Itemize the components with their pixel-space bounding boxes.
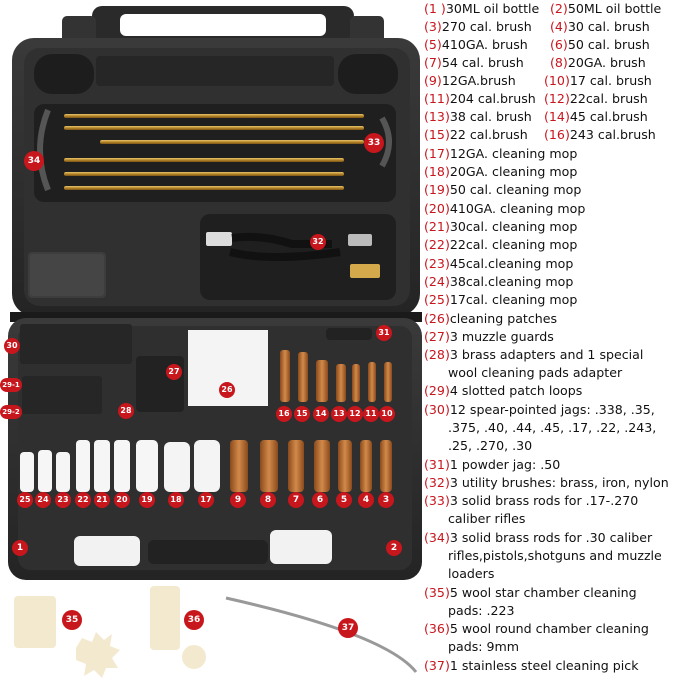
legend-item: (27)3 muzzle guards: [424, 329, 554, 344]
badge-5: 5: [336, 492, 352, 508]
legend-item: (33)3 solid brass rods for .17-.270: [424, 493, 639, 508]
badge-35: 35: [62, 610, 82, 630]
legend-item: (24)38cal.cleaning mop: [424, 274, 574, 289]
badge-26: 26: [219, 382, 235, 398]
large-brushes: [230, 440, 392, 492]
legend-row: (16)243 cal.brush: [544, 127, 656, 142]
badge-34: 34: [24, 151, 44, 171]
legend-row: (13)38 cal. brush: [424, 109, 532, 124]
badge-25: 25: [17, 492, 33, 508]
badge-10: 10: [379, 406, 395, 422]
badge-20: 20: [114, 492, 130, 508]
legend-row: (5)410GA. brush: [424, 37, 528, 52]
badge-17: 17: [198, 492, 214, 508]
legend-row: (8)20GA. brush: [550, 55, 646, 70]
legend-item-continuation: .25, .270, .30: [448, 438, 533, 453]
legend-item: (17)12GA. cleaning mop: [424, 146, 578, 161]
badge-13: 13: [331, 406, 347, 422]
legend-item: (30)12 spear-pointed jags: .338, .35,: [424, 402, 655, 417]
legend-item: (22)22cal. cleaning mop: [424, 237, 578, 252]
badge-22: 22: [75, 492, 91, 508]
badge-36: 36: [184, 610, 204, 630]
badge-23: 23: [55, 492, 71, 508]
legend-item: (26)cleaning patches: [424, 311, 558, 326]
legend-row: (10)17 cal. brush: [544, 73, 652, 88]
legend-item: (21)30cal. cleaning mop: [424, 219, 578, 234]
legend-item: (18)20GA. cleaning mop: [424, 164, 578, 179]
legend-item: (36)5 wool round chamber cleaning: [424, 621, 649, 636]
badge-29-1: 29-1: [0, 378, 22, 392]
badge-15: 15: [294, 406, 310, 422]
badge-32: 32: [310, 234, 326, 250]
legend-row: (7)54 cal. brush: [424, 55, 524, 70]
badge-9: 9: [230, 492, 246, 508]
legend-item: (23)45cal.cleaning mop: [424, 256, 574, 271]
legend-item: (31)1 powder jag: .50: [424, 457, 561, 472]
legend-row: (1 )30ML oil bottle: [424, 1, 540, 16]
legend-item-continuation: rifles,pistols,shotguns and muzzle: [448, 548, 662, 563]
badge-21: 21: [94, 492, 110, 508]
brass-rods: [37, 108, 392, 192]
legend-row: (12)22cal. brush: [544, 91, 648, 106]
legend-row: (15)22 cal.brush: [424, 127, 528, 142]
badge-2: 2: [386, 540, 402, 556]
badge-31: 31: [376, 325, 392, 341]
legend-item-continuation: pads: 9mm: [448, 639, 520, 654]
legend-item-continuation: caliber rifles: [448, 511, 526, 526]
badge-7: 7: [288, 492, 304, 508]
legend-item: (37)1 stainless steel cleaning pick: [424, 658, 639, 673]
legend-item: (28)3 brass adapters and 1 special: [424, 347, 644, 362]
badge-28: 28: [118, 403, 134, 419]
legend-row: (9)12GA.brush: [424, 73, 516, 88]
badge-3: 3: [378, 492, 394, 508]
legend-item-continuation: loaders: [448, 566, 495, 581]
legend-item-continuation: .375, .40, .44, .45, .17, .22, .243,: [448, 420, 657, 435]
legend-item: (25)17cal. cleaning mop: [424, 292, 578, 307]
legend-item: (29)4 slotted patch loops: [424, 383, 583, 398]
badge-14: 14: [313, 406, 329, 422]
badge-18: 18: [168, 492, 184, 508]
badge-37: 37: [338, 618, 358, 638]
legend-item: (20)410GA. cleaning mop: [424, 201, 586, 216]
legend-row: (4)30 cal. brush: [550, 19, 650, 34]
legend-row: (2)50ML oil bottle: [550, 1, 662, 16]
small-brushes: [280, 350, 392, 402]
badge-29-2: 29-2: [0, 405, 22, 419]
legend-item: (35)5 wool star chamber cleaning: [424, 585, 637, 600]
legend-item: (32)3 utility brushes: brass, iron, nylo…: [424, 475, 669, 490]
badge-6: 6: [312, 492, 328, 508]
badge-19: 19: [139, 492, 155, 508]
badge-30: 30: [4, 338, 20, 354]
badge-8: 8: [260, 492, 276, 508]
badge-11: 11: [363, 406, 379, 422]
cleaning-mops: [20, 440, 220, 492]
legend-item: (34)3 solid brass rods for .30 caliber: [424, 530, 653, 545]
legend-item: (19)50 cal. cleaning mop: [424, 182, 582, 197]
badge-24: 24: [35, 492, 51, 508]
badge-12: 12: [347, 406, 363, 422]
badge-1: 1: [12, 540, 28, 556]
utility-brushes: [206, 232, 380, 278]
legend-row: (14)45 cal.brush: [544, 109, 648, 124]
badge-27: 27: [166, 364, 182, 380]
badge-4: 4: [358, 492, 374, 508]
legend-row: (6)50 cal. brush: [550, 37, 650, 52]
badge-16: 16: [276, 406, 292, 422]
legend-item-continuation: wool cleaning pads adapter: [448, 365, 623, 380]
legend-row: (11)204 cal.brush: [424, 91, 536, 106]
legend-row: (3)270 cal. brush: [424, 19, 532, 34]
legend-item-continuation: pads: .223: [448, 603, 515, 618]
badge-33: 33: [364, 133, 384, 153]
